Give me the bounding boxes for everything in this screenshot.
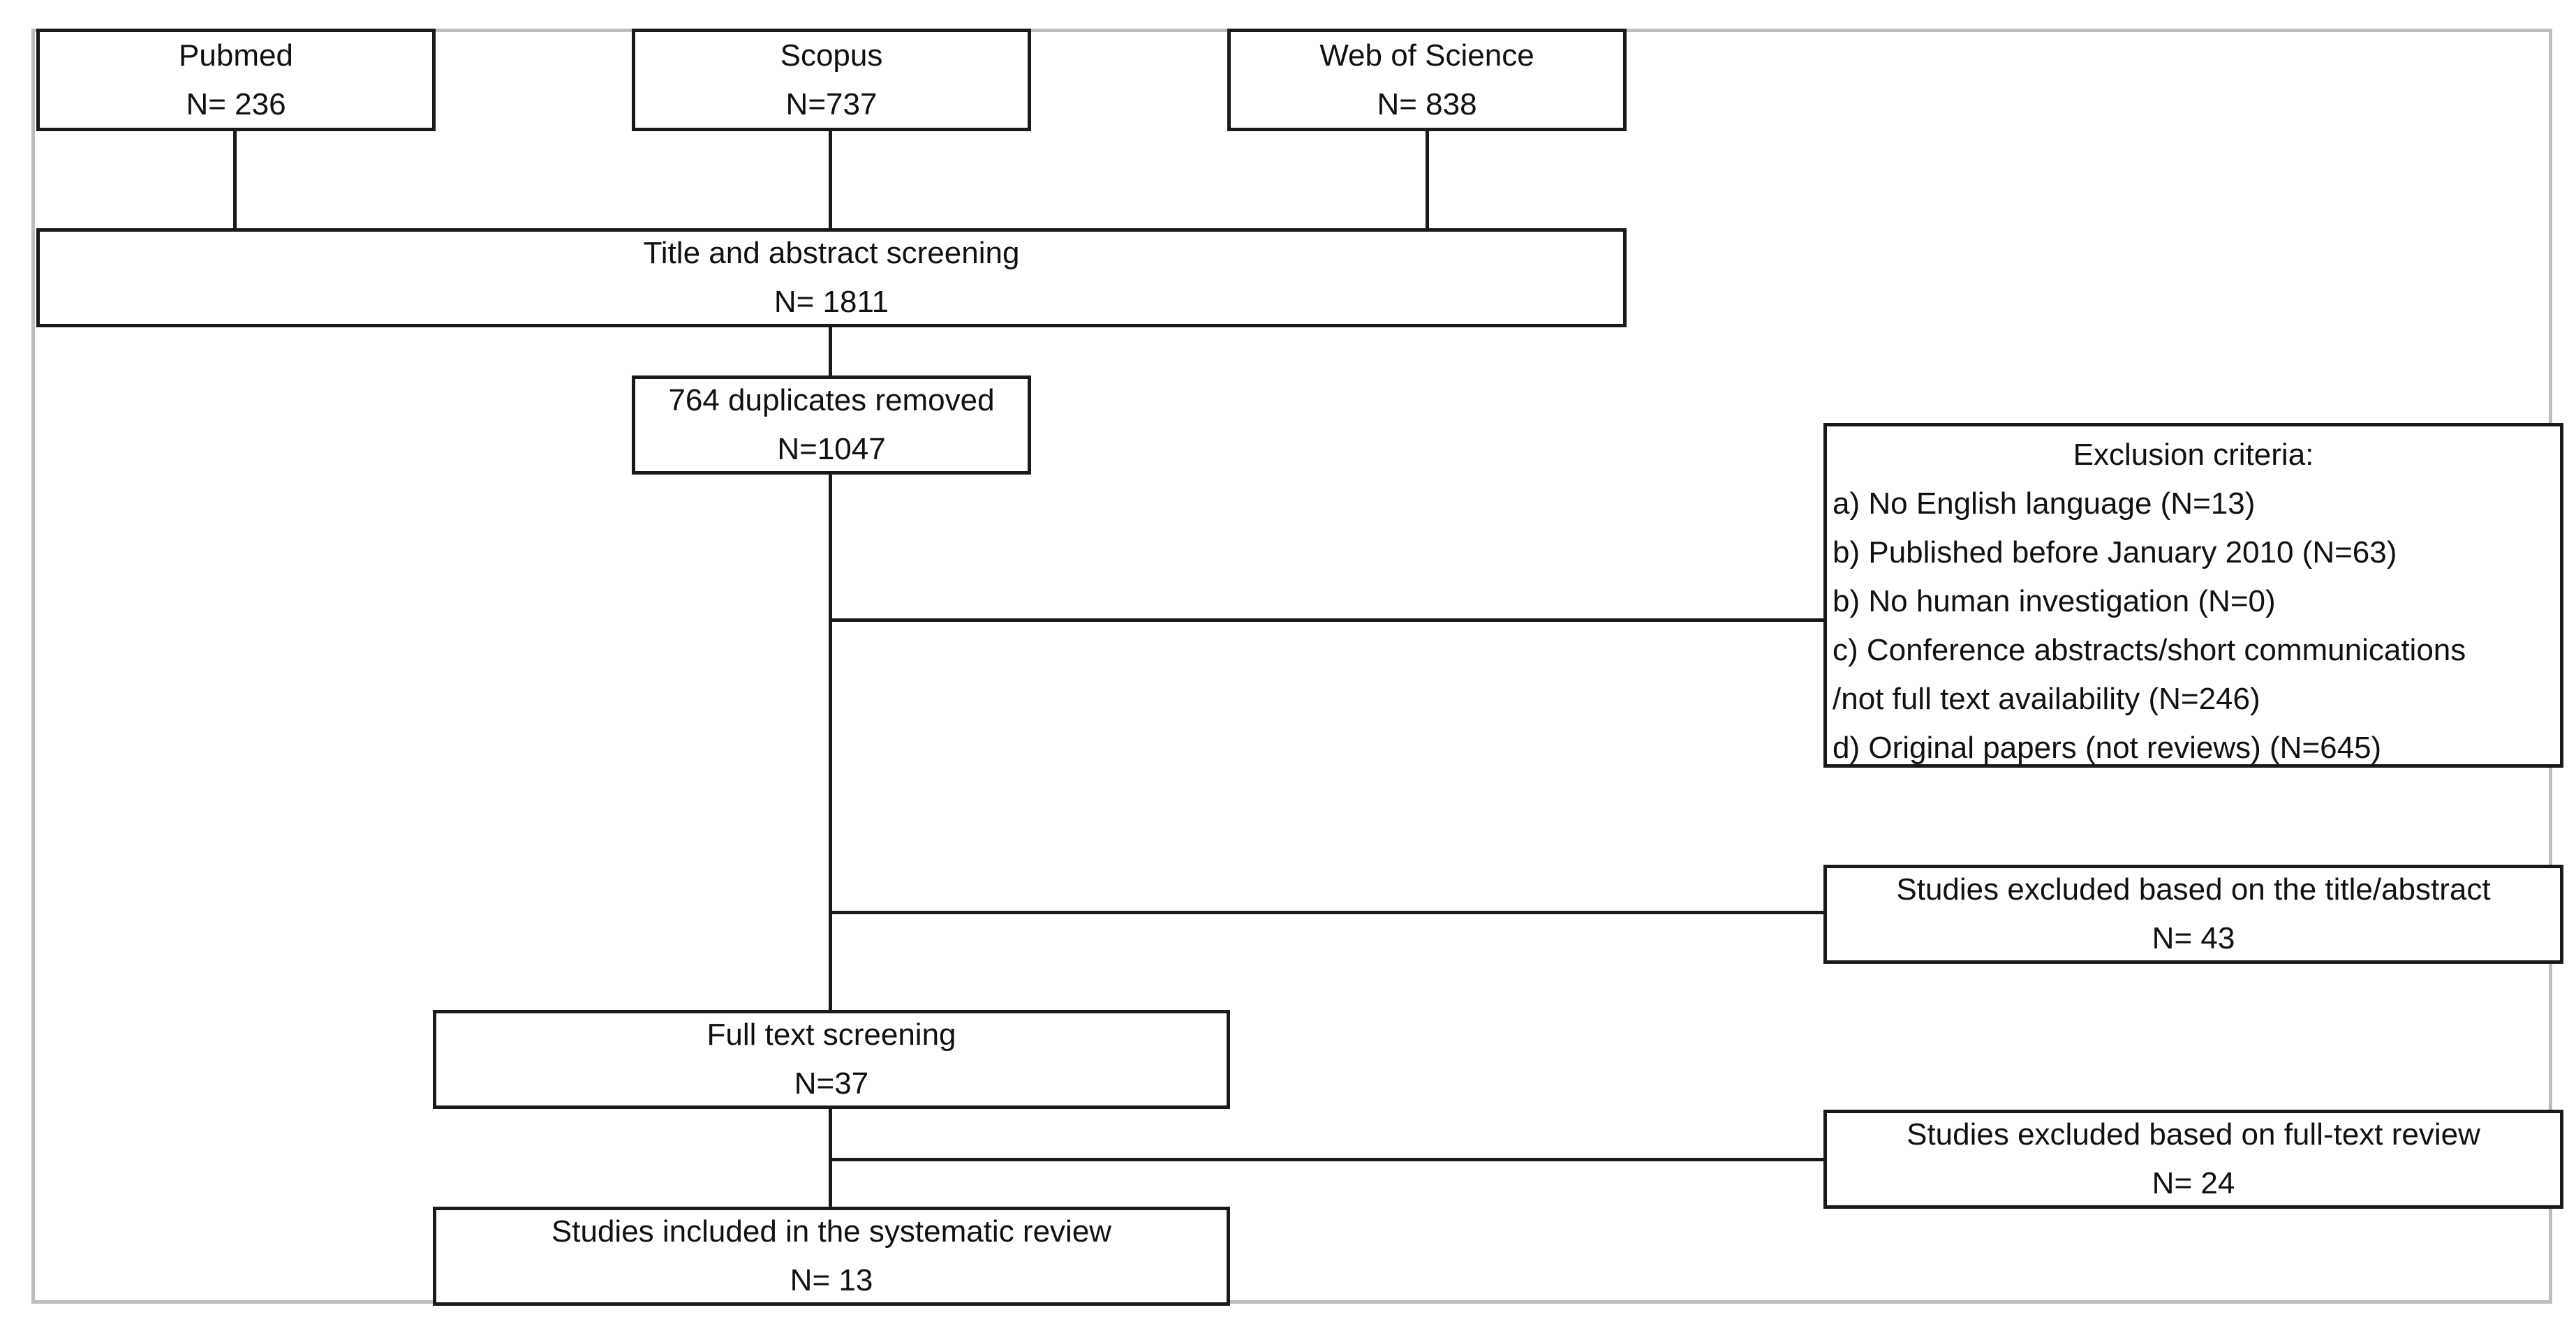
studies-included-box: Studies included in the systematic revie…	[433, 1207, 1230, 1306]
duplicates-title: 764 duplicates removed	[668, 383, 995, 417]
screening-box: Title and abstract screening N= 1811	[36, 228, 1627, 327]
excluded-title-abstract-label: Studies excluded based on the title/abst…	[1896, 872, 2491, 907]
fulltext-screening-count: N=37	[794, 1066, 869, 1101]
exclusion-criteria-box: Exclusion criteria: a) No English langua…	[1823, 423, 2563, 768]
studies-included-title: Studies included in the systematic revie…	[551, 1214, 1112, 1249]
source-name: Web of Science	[1319, 38, 1534, 73]
connector-excluded-fulltext	[829, 1158, 1827, 1161]
exclusion-title: Exclusion criteria:	[2073, 438, 2314, 472]
duplicates-count: N=1047	[777, 432, 886, 466]
source-box-pubmed: Pubmed N= 236	[36, 29, 436, 131]
exclusion-item: b) Published before January 2010 (N=63)	[1833, 535, 2397, 569]
excluded-fulltext-count: N= 24	[2152, 1166, 2235, 1200]
exclusion-item: a) No English language (N=13)	[1833, 486, 2256, 521]
duplicates-box: 764 duplicates removed N=1047	[632, 375, 1031, 475]
source-count: N= 838	[1377, 87, 1477, 121]
connector-excluded-title	[829, 911, 1827, 914]
excluded-title-abstract-box: Studies excluded based on the title/abst…	[1823, 865, 2563, 964]
exclusion-item: /not full text availability (N=246)	[1833, 682, 2260, 716]
excluded-title-abstract-count: N= 43	[2152, 921, 2235, 955]
source-box-web-of-science: Web of Science N= 838	[1227, 29, 1627, 131]
connector-scopus	[829, 131, 832, 229]
exclusion-item: d) Original papers (not reviews) (N=645)	[1833, 731, 2382, 765]
source-count: N=737	[785, 87, 878, 121]
screening-count: N= 1811	[773, 285, 889, 319]
source-name: Pubmed	[179, 38, 293, 73]
source-name: Scopus	[780, 38, 883, 73]
studies-included-count: N= 13	[790, 1263, 873, 1297]
fulltext-screening-box: Full text screening N=37	[433, 1010, 1230, 1109]
fulltext-screening-title: Full text screening	[706, 1018, 956, 1052]
connector-wos	[1426, 131, 1429, 229]
connector-exclusion	[829, 618, 1827, 622]
screening-title: Title and abstract screening	[643, 236, 1020, 270]
source-box-scopus: Scopus N=737	[632, 29, 1031, 131]
exclusion-item: b) No human investigation (N=0)	[1833, 584, 2276, 618]
exclusion-item: c) Conference abstracts/short communicat…	[1833, 633, 2466, 667]
excluded-fulltext-box: Studies excluded based on full-text revi…	[1823, 1110, 2563, 1209]
connector-pubmed	[233, 131, 237, 229]
connector-screening-duplicates	[829, 327, 832, 380]
excluded-fulltext-label: Studies excluded based on full-text revi…	[1907, 1117, 2480, 1152]
connector-main-trunk	[829, 474, 832, 1011]
source-count: N= 236	[186, 87, 286, 121]
